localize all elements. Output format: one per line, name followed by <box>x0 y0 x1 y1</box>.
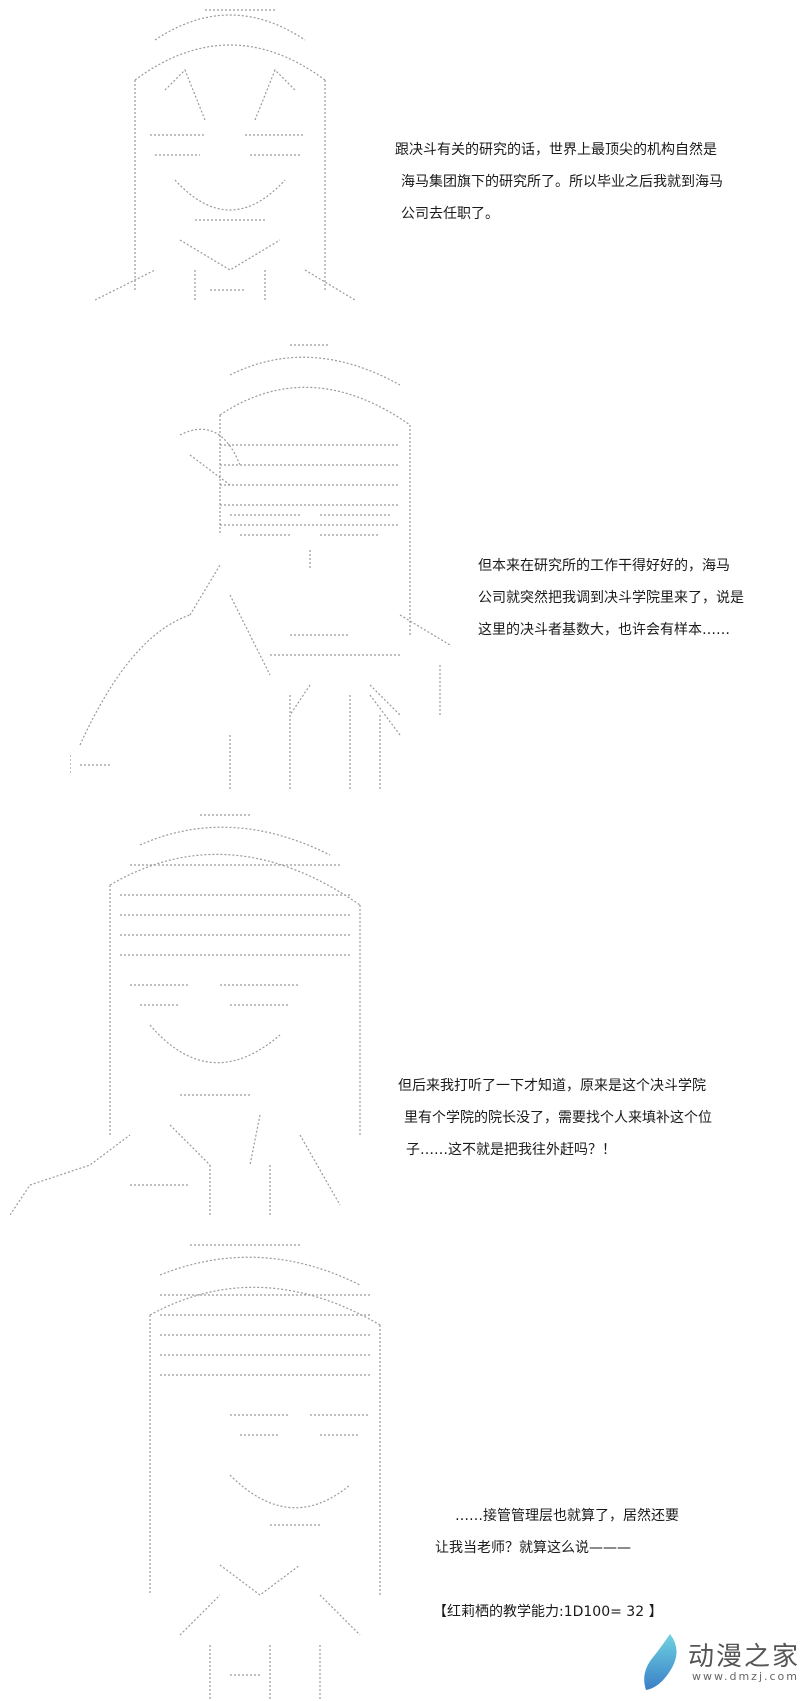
blue-feather-logo-icon <box>644 1634 677 1690</box>
caption-line: 让我当老师？就算这么说——— <box>435 1540 631 1556</box>
panel-1-ascii-art-figure <box>95 9 356 301</box>
caption-line: 海马集团旗下的研究所了。所以毕业之后我就到海马 <box>401 174 723 190</box>
caption-line: 公司去任职了。 <box>401 206 499 222</box>
caption-line: 但本来在研究所的工作干得好好的，海马 <box>478 558 730 574</box>
panel-3-ascii-art-figure <box>10 814 361 1215</box>
caption-line: 里有个学院的院长没了，需要找个人来填补这个位 <box>404 1110 712 1126</box>
watermark-url: www.dmzj.com <box>692 1670 799 1683</box>
panel-4-ascii-art-figure <box>149 1244 381 1701</box>
panel-2-ascii-art-figure <box>70 344 451 790</box>
caption-line: ……接管管理层也就算了，居然还要 <box>455 1508 679 1524</box>
caption-line: 跟决斗有关的研究的话，世界上最顶尖的机构自然是 <box>395 142 717 158</box>
caption-line: 这里的决斗者基数大，也许会有样本…… <box>478 622 730 638</box>
panel-4-caption: ……接管管理层也就算了，居然还要 <box>455 1500 679 1532</box>
caption-line: 公司就突然把我调到决斗学院里来了，说是 <box>478 590 744 606</box>
panel-3-caption: 但后来我打听了一下才知道，原来是这个决斗学院 里有个学院的院长没了，需要找个人来… <box>398 1070 712 1166</box>
watermark-name: 动漫之家 <box>688 1642 800 1672</box>
panel-2-caption: 但本来在研究所的工作干得好好的，海马 公司就突然把我调到决斗学院里来了，说是 这… <box>478 550 744 646</box>
panel-4-caption-2: 让我当老师？就算这么说——— <box>435 1532 631 1564</box>
dice-roll-result: 【红莉栖的教学能力:1D100= 32 】 <box>433 1604 663 1620</box>
caption-line: 子……这不就是把我往外赶吗？！ <box>406 1142 616 1158</box>
caption-line: 但后来我打听了一下才知道，原来是这个决斗学院 <box>398 1078 706 1094</box>
watermark-logo: 动漫之家 www.dmzj.com <box>640 1632 800 1692</box>
panel-1-caption: 跟决斗有关的研究的话，世界上最顶尖的机构自然是 海马集团旗下的研究所了。所以毕业… <box>395 134 723 230</box>
